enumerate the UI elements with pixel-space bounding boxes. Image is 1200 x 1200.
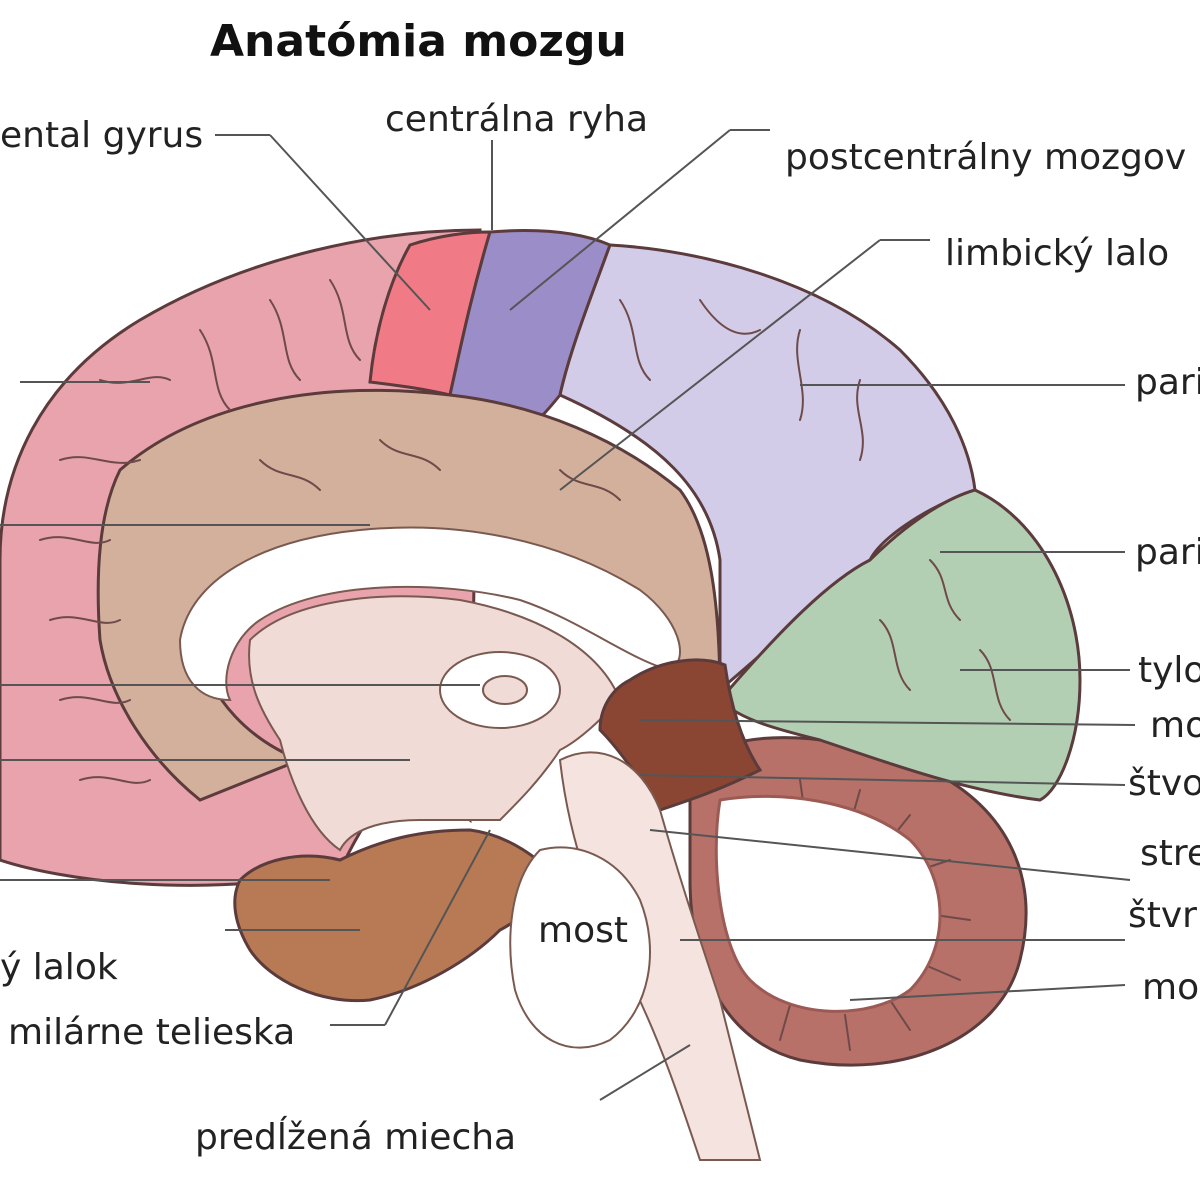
label-fourth-2: štvr: [1128, 895, 1197, 936]
label-postcentral-gyrus: postcentrálny mozgov: [785, 137, 1187, 178]
leader-lines: [0, 129, 1136, 1101]
label-parietal-1: pari: [1135, 362, 1200, 403]
sulci-lines: [39, 279, 1011, 784]
label-limbic-lobe: limbický lalo: [945, 233, 1170, 274]
label-mo-1: mo: [1150, 705, 1200, 746]
label-mo-2: mo: [1142, 967, 1200, 1008]
label-stre: stre: [1140, 833, 1200, 874]
interthalamic-adhesion: [482, 675, 528, 705]
corpus-callosum: [178, 526, 681, 702]
parietal-lobe: [558, 243, 977, 694]
diagram-title: Anatómia mozgu: [210, 16, 627, 67]
label-mammillary-bodies: milárne telieska: [8, 1012, 296, 1053]
label-pons: most: [538, 910, 628, 951]
label-precentral-gyrus: ental gyrus: [0, 115, 204, 156]
label-fourth-1: štvo: [1128, 763, 1200, 804]
label-temporal-lobe: ý lalok: [0, 947, 118, 988]
midbrain: [598, 658, 763, 812]
label-central-sulcus: centrálna ryha: [385, 99, 649, 140]
pons: [509, 846, 651, 1049]
label-parietal-2: pari: [1135, 532, 1200, 573]
label-medulla: predĺžená miecha: [195, 1117, 517, 1158]
label-occipital-lobe: tylo: [1138, 650, 1200, 691]
